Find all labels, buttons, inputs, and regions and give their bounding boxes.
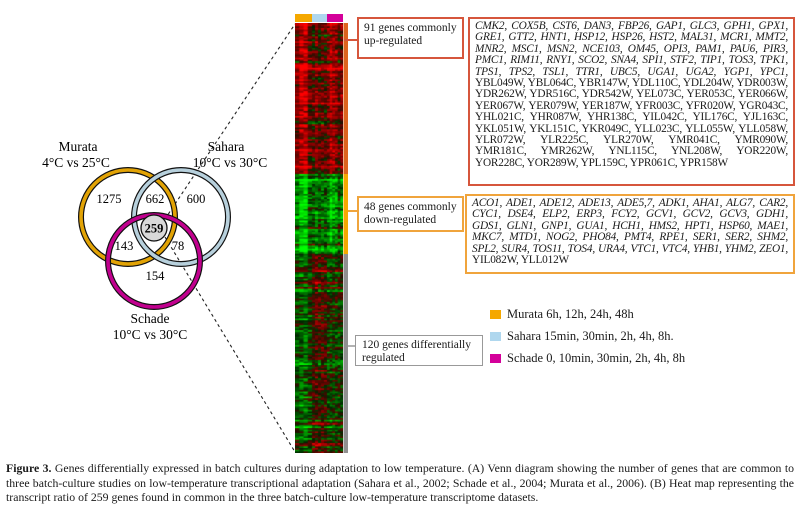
down-regulated-gene-list-box: ACO1, ADE1, ADE12, ADE13, ADE5,7, ADK1, … xyxy=(465,194,795,274)
legend-row-sahara: Sahara 15min, 30min, 2h, 4h, 8h. xyxy=(490,325,685,347)
count-sahara-schade: 78 xyxy=(172,239,185,253)
count-all-three: 259 xyxy=(145,222,164,236)
caption-text: Genes differentially expressed in batch … xyxy=(6,461,794,505)
sample-legend: Murata 6h, 12h, 24h, 48h Sahara 15min, 3… xyxy=(490,303,685,369)
murata-bar xyxy=(295,14,312,22)
down-regulated-label-box: 48 genes commonly down-regulated xyxy=(357,196,464,232)
schade-label: Schade xyxy=(131,311,170,326)
caption-label: Figure 3. xyxy=(6,461,52,475)
figure-caption: Figure 3. Genes differentially expressed… xyxy=(6,461,794,505)
heatmap-section-strip xyxy=(343,23,348,453)
down-gene-list-orf: YIL082W, YLL012W xyxy=(472,254,569,267)
sahara-condition: 10°C vs 30°C xyxy=(193,155,268,170)
legend-row-murata: Murata 6h, 12h, 24h, 48h xyxy=(490,303,685,325)
up-regulated-label: 91 genes commonly up-regulated xyxy=(364,22,457,47)
count-murata-sahara: 662 xyxy=(146,192,165,206)
differentially-regulated-label-box: 120 genes differentially regulated xyxy=(355,335,483,366)
murata-condition: 4°C vs 25°C xyxy=(42,155,110,170)
up-regulated-label-box: 91 genes commonly up-regulated xyxy=(357,17,464,59)
count-schade-only: 154 xyxy=(146,269,166,283)
differentially-regulated-label: 120 genes differentially regulated xyxy=(362,339,472,364)
legend-murata-label: Murata 6h, 12h, 24h, 48h xyxy=(507,306,634,321)
legend-row-schade: Schade 0, 10min, 30min, 2h, 4h, 8h xyxy=(490,347,685,369)
heatmap-canvas xyxy=(295,23,343,453)
count-murata-only: 1275 xyxy=(97,192,122,206)
up-regulated-gene-list-box: CMK2, COX5B, CST6, DAN3, FBP26, GAP1, GL… xyxy=(468,17,795,186)
up-gene-list-named: CMK2, COX5B, CST6, DAN3, FBP26, GAP1, GL… xyxy=(475,20,788,78)
schade-swatch-icon xyxy=(490,353,501,363)
murata-label: Murata xyxy=(59,139,98,154)
down-gene-list-named: ACO1, ADE1, ADE12, ADE13, ADE5,7, ADK1, … xyxy=(472,197,788,255)
sahara-bar xyxy=(312,14,327,22)
strip-diff-section xyxy=(343,254,348,453)
figure-graphics: Murata 4°C vs 25°C Sahara 10°C vs 30°C S… xyxy=(42,14,358,453)
down-regulated-label: 48 genes commonly down-regulated xyxy=(364,201,457,226)
up-gene-list-orf: YBL049W, YBL064C, YBR147W, YDL110C, YDL2… xyxy=(475,77,788,169)
dashed-leader-bottom xyxy=(164,236,296,453)
count-murata-schade: 143 xyxy=(115,239,134,253)
legend-schade-label: Schade 0, 10min, 30min, 2h, 4h, 8h xyxy=(507,350,686,365)
center-count-badge xyxy=(140,214,168,242)
heatmap-group-bars xyxy=(295,14,343,22)
schade-bar xyxy=(327,14,343,22)
strip-up-section xyxy=(343,23,348,174)
count-sahara-only: 600 xyxy=(187,192,206,206)
sahara-label: Sahara xyxy=(208,139,245,154)
sahara-swatch-icon xyxy=(490,331,501,341)
schade-condition: 10°C vs 30°C xyxy=(113,327,188,342)
strip-down-section xyxy=(343,174,348,254)
legend-sahara-label: Sahara 15min, 30min, 2h, 4h, 8h. xyxy=(507,328,674,343)
murata-swatch-icon xyxy=(490,309,501,319)
dashed-leader-top xyxy=(164,23,296,220)
venn-diagram: Murata 4°C vs 25°C Sahara 10°C vs 30°C S… xyxy=(42,139,267,342)
